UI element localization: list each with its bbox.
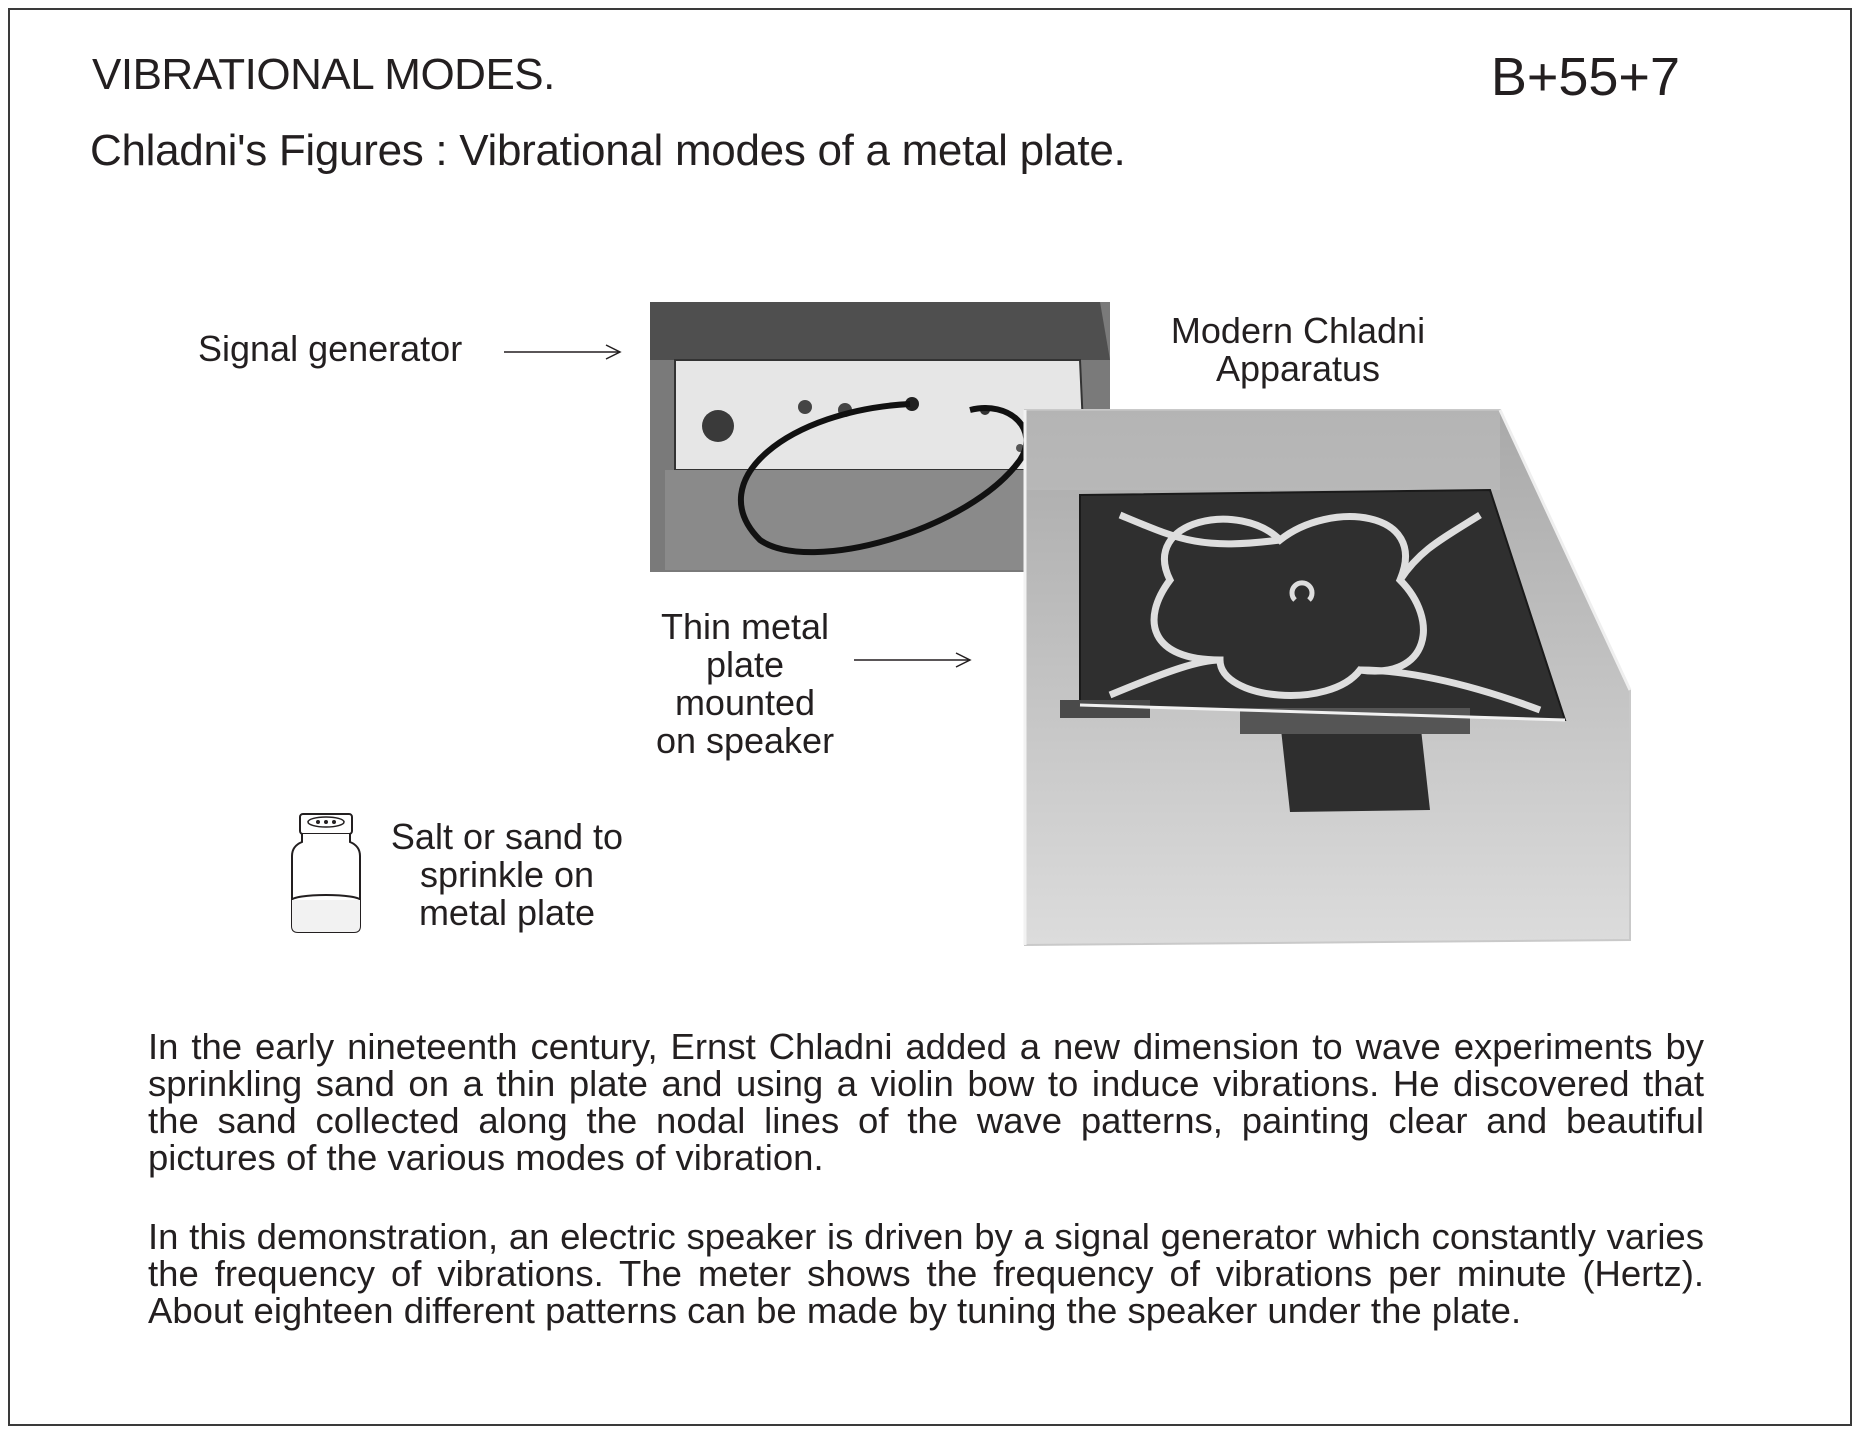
arrow-metal-plate	[854, 652, 972, 668]
generator-knob-icon	[702, 410, 734, 442]
paragraph-history: In the early nineteenth century, Ernst C…	[148, 1026, 1704, 1178]
label-plate-line3: mounted	[674, 682, 816, 723]
label-apparatus: Modern Chladni Apparatus	[1148, 312, 1448, 388]
page-border	[8, 8, 1852, 1426]
label-apparatus-line2: Apparatus	[1215, 348, 1381, 389]
label-metal-plate: Thin metal plate mounted on speaker	[640, 608, 850, 760]
salt-shaker-icon	[291, 813, 361, 933]
speaker	[1280, 720, 1430, 812]
label-salt-line3: metal plate	[418, 892, 596, 933]
label-plate-line1: Thin metal	[660, 606, 830, 647]
label-salt-line1: Salt or sand to	[390, 816, 624, 857]
chladni-apparatus-illustration	[650, 302, 1632, 947]
label-plate-line4: on speaker	[655, 720, 835, 761]
chladni-pattern	[1108, 511, 1542, 714]
exhibit-code: B+55+7	[1490, 47, 1680, 107]
label-salt: Salt or sand to sprinkle on metal plate	[372, 818, 642, 932]
page-title: VIBRATIONAL MODES.	[92, 50, 555, 99]
label-signal-generator: Signal generator	[198, 328, 463, 369]
label-plate-line2: plate	[705, 644, 785, 685]
page-subtitle: Chladni's Figures : Vibrational modes of…	[90, 126, 1126, 175]
paragraph-demonstration: In this demonstration, an electric speak…	[148, 1216, 1704, 1331]
label-salt-line2: sprinkle on	[419, 854, 595, 895]
metal-plate	[1079, 488, 1567, 722]
label-apparatus-line1: Modern Chladni	[1170, 310, 1426, 351]
arrow-signal-generator	[504, 344, 622, 360]
